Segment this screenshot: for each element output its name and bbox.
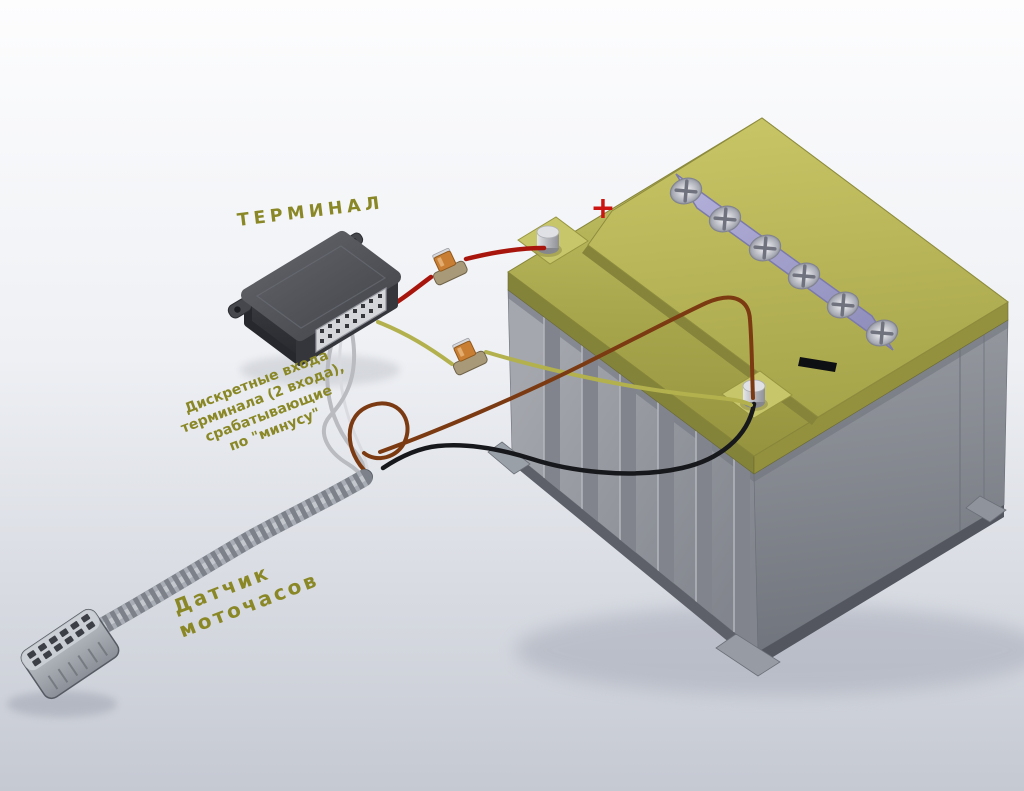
battery-base-right	[758, 505, 1004, 666]
connector-pins	[320, 294, 382, 343]
wire-signal-a	[376, 320, 454, 366]
battery-foot-front	[715, 633, 781, 677]
device-shadow	[240, 354, 400, 386]
fuse-blade	[453, 340, 476, 362]
screw-cap	[865, 319, 899, 347]
battery-base-left	[512, 452, 758, 666]
wires	[322, 245, 757, 480]
device-connector	[315, 286, 387, 354]
screw-cap	[748, 234, 782, 262]
wire-red-b	[463, 245, 547, 262]
wire-black-ground	[380, 401, 757, 476]
screw-cap	[787, 262, 821, 290]
battery-ribs	[543, 317, 750, 645]
sensor-cable	[83, 469, 373, 641]
device-lid-seam	[255, 245, 387, 329]
screw-cap	[708, 205, 742, 233]
lid-contact-shadow-right	[754, 320, 1008, 482]
screw-cap	[826, 291, 860, 319]
sensor-connector	[20, 608, 120, 700]
minus-marking	[798, 357, 837, 372]
terminal-device	[227, 231, 401, 366]
sensor-connector-pins	[27, 613, 96, 667]
device-top-face	[241, 231, 401, 341]
fuse-holder-2	[452, 337, 488, 376]
wire-gray-2	[322, 331, 365, 480]
wire-brown	[347, 295, 755, 476]
screw-cap	[669, 177, 703, 205]
screw-caps	[669, 177, 899, 347]
wire-white	[338, 338, 370, 476]
battery-post-positive	[534, 225, 562, 257]
fuse-holder-1	[432, 247, 468, 286]
battery-foot-right	[965, 495, 1007, 523]
battery-lid	[507, 117, 1009, 475]
plus-marking: +	[590, 191, 615, 226]
connector-shadow	[7, 691, 117, 717]
fuse-blade	[433, 250, 456, 272]
sensor-connector-ribs	[47, 641, 109, 690]
wire-signal-b	[484, 350, 753, 407]
